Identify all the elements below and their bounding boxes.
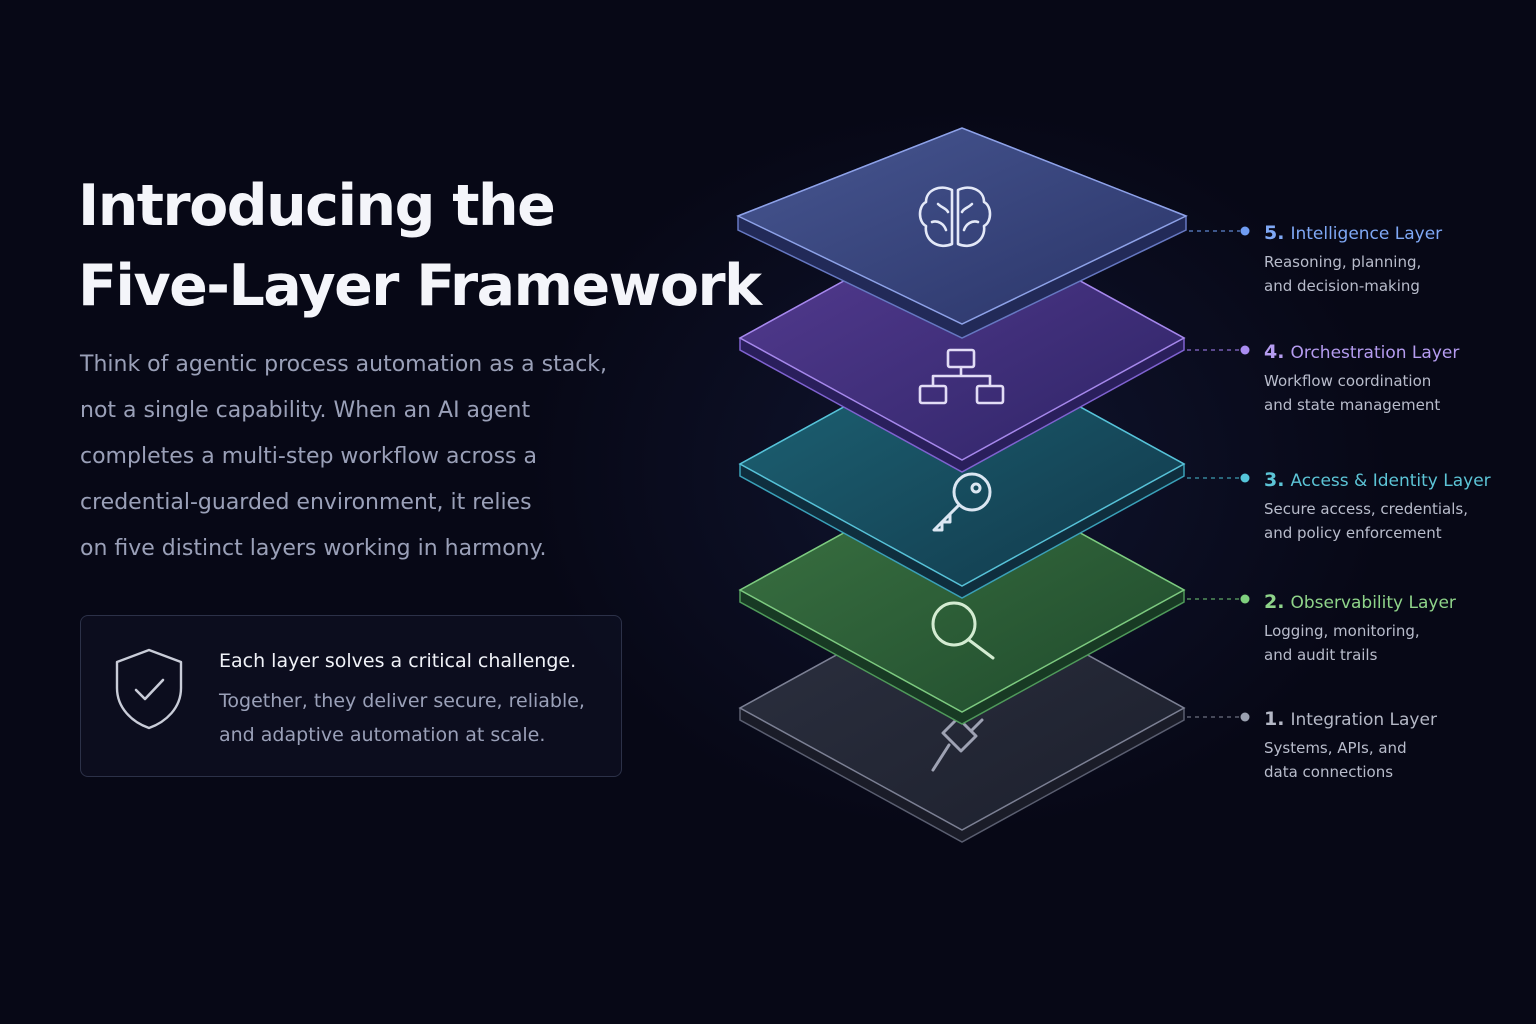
workflow-hierarchy-icon	[918, 348, 1005, 405]
callout-box: Each layer solves a critical challenge. …	[80, 615, 622, 777]
layer-5-dot	[1240, 226, 1250, 236]
layer-plate-intelligence	[736, 127, 1188, 339]
intro-line: on five distinct layers working in harmo…	[80, 536, 547, 561]
layer-number: 5.	[1264, 222, 1285, 244]
layer-desc-line: and policy enforcement	[1264, 524, 1442, 542]
shield-check-icon	[115, 648, 183, 730]
layer-description: Workflow coordination and state manageme…	[1264, 369, 1459, 417]
layer-description: Reasoning, planning, and decision-making	[1264, 250, 1442, 298]
layer-desc-line: Logging, monitoring,	[1264, 622, 1420, 640]
layer-name: Orchestration Layer	[1290, 343, 1460, 363]
layer-name: Access & Identity Layer	[1290, 471, 1491, 491]
layer-number: 1.	[1264, 708, 1285, 730]
layer-title: 4.Orchestration Layer	[1264, 337, 1459, 367]
intro-line: Think of agentic process automation as a…	[80, 352, 608, 377]
layer-label-orchestration: 4.Orchestration Layer Workflow coordinat…	[1264, 337, 1459, 417]
callout-title: Each layer solves a critical challenge.	[219, 650, 577, 672]
layer-2-dot	[1240, 594, 1250, 604]
plug-icon	[931, 710, 984, 772]
brain-icon	[918, 186, 992, 247]
layer-desc-line: data connections	[1264, 763, 1394, 781]
callout-body-line: and adaptive automation at scale.	[219, 724, 546, 746]
layer-number: 3.	[1264, 469, 1285, 491]
layer-desc-line: and state management	[1264, 396, 1441, 414]
layer-desc-line: Reasoning, planning,	[1264, 253, 1422, 271]
layer-description: Logging, monitoring, and audit trails	[1264, 619, 1456, 667]
layer-desc-line: Systems, APIs, and	[1264, 739, 1407, 757]
intro-line: credential-guarded environment, it relie…	[80, 490, 532, 515]
layer-title: 3.Access & Identity Layer	[1264, 465, 1491, 495]
intro-paragraph: Think of agentic process automation as a…	[80, 342, 680, 572]
layer-plate-access-identity	[738, 341, 1186, 599]
layer-number: 2.	[1264, 591, 1285, 613]
layer-label-access-identity: 3.Access & Identity Layer Secure access,…	[1264, 465, 1491, 545]
layer-title: 2.Observability Layer	[1264, 587, 1456, 617]
layer-label-observability: 2.Observability Layer Logging, monitorin…	[1264, 587, 1456, 667]
layer-description: Systems, APIs, and data connections	[1264, 736, 1437, 784]
layer-3-dot	[1240, 473, 1250, 483]
layer-name: Integration Layer	[1290, 710, 1437, 730]
callout-body-line: Together, they deliver secure, reliable,	[219, 690, 585, 712]
layer-name: Observability Layer	[1290, 593, 1456, 613]
page-title: Introducing the Five-Layer Framework	[78, 166, 762, 326]
layer-label-integration: 1.Integration Layer Systems, APIs, and d…	[1264, 704, 1437, 784]
intro-line: completes a multi-step workflow across a	[80, 444, 537, 469]
intro-line: not a single capability. When an AI agen…	[80, 398, 531, 423]
layer-desc-line: and audit trails	[1264, 646, 1378, 664]
layer-name: Intelligence Layer	[1290, 224, 1443, 244]
key-icon	[932, 472, 992, 532]
title-line-2: Five-Layer Framework	[78, 253, 762, 319]
layer-title: 5.Intelligence Layer	[1264, 218, 1442, 248]
layer-plate-integration	[738, 585, 1186, 843]
layer-1-dot	[1240, 712, 1250, 722]
title-line-1: Introducing the	[78, 173, 556, 239]
layer-number: 4.	[1264, 341, 1285, 363]
layer-label-intelligence: 5.Intelligence Layer Reasoning, planning…	[1264, 218, 1442, 298]
layer-plate-orchestration	[738, 215, 1186, 473]
layer-desc-line: and decision-making	[1264, 277, 1420, 295]
layer-4-dot	[1240, 345, 1250, 355]
layer-title: 1.Integration Layer	[1264, 704, 1437, 734]
magnifier-icon	[931, 601, 995, 660]
layer-desc-line: Workflow coordination	[1264, 372, 1432, 390]
callout-body: Together, they deliver secure, reliable,…	[219, 684, 585, 752]
layer-desc-line: Secure access, credentials,	[1264, 500, 1468, 518]
layer-description: Secure access, credentials, and policy e…	[1264, 497, 1491, 545]
